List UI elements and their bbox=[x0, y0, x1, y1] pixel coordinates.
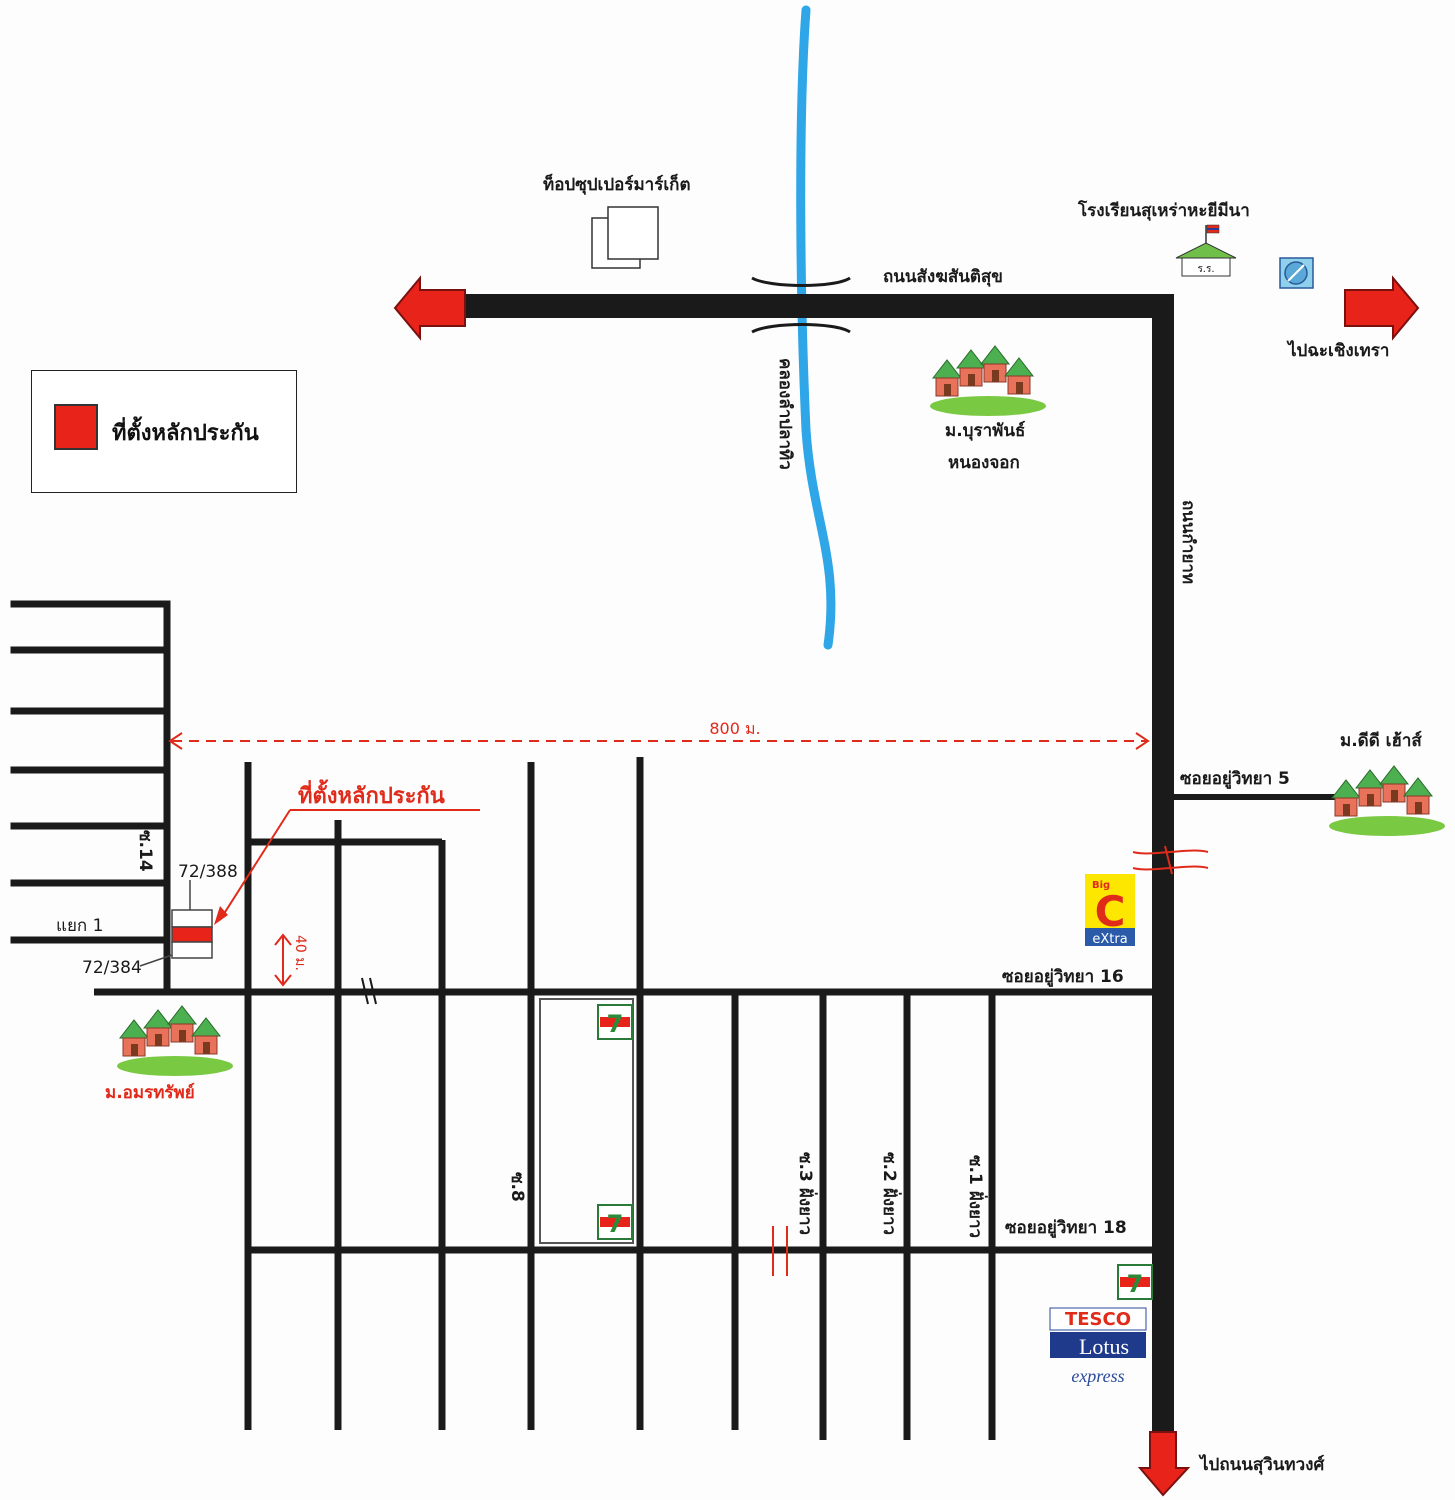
express-label: express bbox=[1071, 1366, 1124, 1386]
distance-40-label: 40 ม. bbox=[292, 935, 308, 971]
callout-pointer bbox=[219, 809, 291, 921]
canal-label: คลองลำปลาทิว bbox=[775, 358, 795, 470]
road-top-label: ถนนสังฆสันติสุข bbox=[883, 267, 1003, 287]
seven-label: 7 bbox=[607, 1010, 624, 1038]
soi-18-label: ซอยอยู่วิทยา 18 bbox=[1005, 1218, 1127, 1239]
soi-8-label: ซ.8 bbox=[507, 1172, 527, 1202]
bigc-top-label: Big bbox=[1092, 880, 1110, 891]
to-chachoengsao-label: ไปฉะเชิงเทรา bbox=[1286, 340, 1389, 361]
landmark-icon bbox=[1279, 257, 1314, 289]
fueng-3-label: ซ.3 ฝั่งยาว bbox=[795, 1152, 818, 1235]
branch-1-label: แยก 1 bbox=[56, 916, 103, 936]
fueng-2-label: ซ.2 ฝั่งยาว bbox=[879, 1152, 902, 1235]
seven-label: 7 bbox=[607, 1210, 624, 1238]
village-cd-house-icon bbox=[1329, 766, 1445, 836]
distance-800-label: 800 ม. bbox=[709, 719, 760, 738]
seven-label: 7 bbox=[1127, 1270, 1144, 1298]
seven-eleven-logo bbox=[597, 1204, 633, 1240]
fueng-1-label: ซ.1 ฝั่งยาว bbox=[965, 1155, 988, 1238]
supermarket-label: ท็อปซุปเปอร์มาร์เก็ต bbox=[543, 172, 691, 195]
main-road-right bbox=[1152, 294, 1174, 1454]
soi-5-label: ซอยอยู่วิทยา 5 bbox=[1180, 769, 1290, 790]
distance-line-40 bbox=[274, 933, 292, 987]
legend: ที่ตั้งหลักประกัน bbox=[31, 370, 297, 493]
arrow-right-icon bbox=[1344, 275, 1420, 341]
arrowhead-icon bbox=[168, 732, 1150, 750]
school-icon bbox=[1175, 224, 1237, 277]
arrow-down-icon bbox=[1137, 1431, 1191, 1497]
legend-swatch bbox=[54, 404, 98, 450]
collateral-lot bbox=[171, 926, 213, 943]
left-side-roads bbox=[10, 600, 171, 996]
legend-label: ที่ตั้งหลักประกัน bbox=[112, 421, 259, 446]
village-amornsap-icon bbox=[117, 1006, 233, 1076]
house-384-label: 72/384 bbox=[82, 958, 142, 978]
seven-eleven-logo bbox=[597, 1004, 633, 1040]
supermarket-icon bbox=[591, 206, 659, 269]
bigc-c-label: C bbox=[1095, 887, 1126, 936]
bigc-extra-logo bbox=[1085, 874, 1135, 946]
canal bbox=[796, 5, 836, 650]
road-break-icon bbox=[772, 1226, 788, 1276]
bigc-extra-label: eXtra bbox=[1092, 932, 1127, 947]
pointer-line bbox=[139, 954, 173, 967]
lotus-label: Lotus bbox=[1079, 1334, 1129, 1359]
school-sign-label: ร.ร. bbox=[1197, 264, 1214, 275]
school-label: โรงเรียนสุเหร่าหะยีมีนา bbox=[1077, 200, 1250, 221]
bridge-icon bbox=[751, 276, 851, 334]
collateral-callout-label: ที่ตั้งหลักประกัน bbox=[298, 779, 445, 809]
village-burapan-icon bbox=[930, 346, 1046, 416]
lot-388 bbox=[171, 909, 213, 928]
soi-14-label: ซ.14 bbox=[135, 830, 155, 872]
block-outline bbox=[539, 998, 634, 1244]
main-road-top bbox=[455, 294, 1165, 318]
soi-16-label: ซอยอยู่วิทยา 16 bbox=[1002, 967, 1124, 988]
seven-eleven-logo bbox=[1117, 1264, 1153, 1300]
to-suwinthawong-label: ไปถนนสุวินทวงศ์ bbox=[1198, 1454, 1325, 1475]
road-break-icon bbox=[1132, 845, 1209, 875]
tesco-lotus-logo bbox=[1049, 1307, 1147, 1358]
road-break-icon bbox=[361, 977, 377, 1005]
road-right-label: ถนนกำยาท bbox=[1178, 500, 1198, 584]
tesco-label: TESCO bbox=[1065, 1309, 1131, 1330]
house-388-label: 72/388 bbox=[178, 862, 238, 882]
village-burapan-label: ม.บุราพันธ์ bbox=[945, 420, 1025, 441]
arrow-left-icon bbox=[393, 275, 466, 341]
village-amornsap-label: ม.อมรทรัพย์ bbox=[105, 1082, 195, 1103]
callout-arrowhead-icon bbox=[214, 906, 228, 925]
village-cd-house-label: ม.ดีดี เฮ้าส์ bbox=[1340, 730, 1422, 751]
village-burapan-sub-label: หนองจอก bbox=[948, 453, 1020, 473]
vertical-roads bbox=[244, 757, 996, 1440]
lot-384 bbox=[171, 941, 213, 959]
